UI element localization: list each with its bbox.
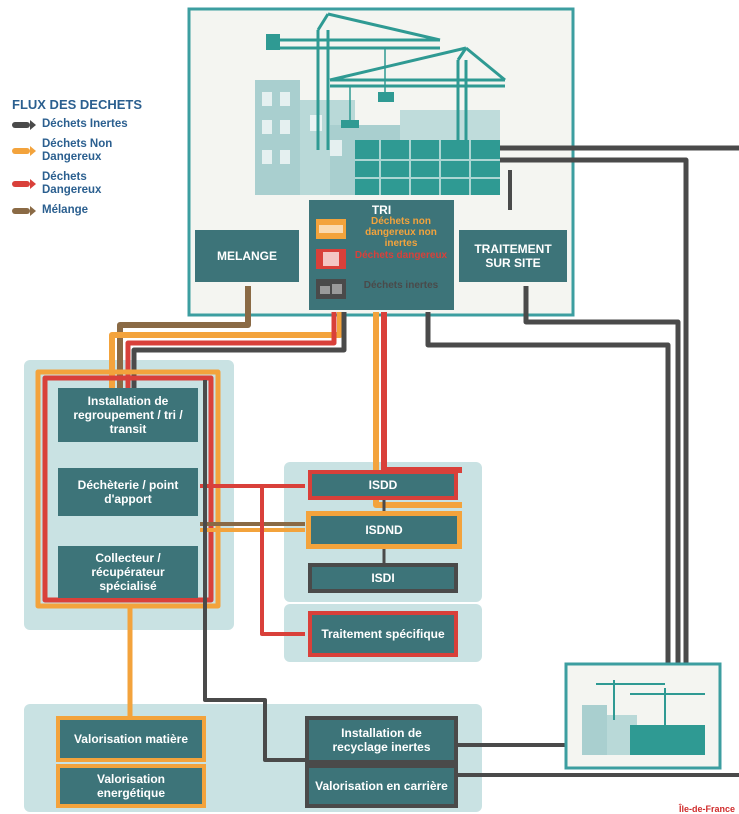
tri-box: TRI Déchets non dangereux non inertes Dé… [309, 200, 454, 310]
rubble-icon [316, 279, 346, 299]
legend-item-melange: Mélange [12, 204, 178, 217]
melange-box: MELANGE [195, 230, 299, 282]
orange-arrow-icon [12, 146, 36, 156]
legend-item-inertes: Déchets Inertes [12, 118, 178, 131]
tri-title: TRI [371, 203, 392, 217]
construction-site-illustration [255, 12, 506, 195]
hazard-canister-icon [316, 249, 346, 269]
isdi-box: ISDI [308, 563, 458, 593]
small-site-illustration [582, 680, 705, 755]
regroupement-box: Installation de regroupement / tri / tra… [58, 388, 198, 442]
traitement-sur-site-box: TRAITEMENT SUR SITE [459, 230, 567, 282]
tri-label-dangereux: Déchets dangereux [354, 250, 448, 261]
legend-title: FLUX DES DECHETS [12, 97, 143, 112]
isdnd-box: ISDND [306, 511, 462, 549]
tri-label-non-dangereux: Déchets non dangereux non inertes [365, 216, 437, 249]
recyclage-inertes-box: Installation de recyclage inertes [305, 716, 458, 764]
valorisation-carriere-box: Valorisation en carrière [305, 764, 458, 808]
legend-label: Déchets Dangereux [42, 171, 102, 196]
beam-icon [316, 219, 346, 239]
collecteur-box: Collecteur / récupérateur spécialisé [58, 546, 198, 598]
legend: FLUX DES DECHETS Déchets Inertes Déchets… [8, 97, 178, 224]
legend-label: Déchets Non Dangereux [42, 138, 113, 163]
legend-label: Déchets Inertes [42, 118, 128, 130]
valorisation-energetique-box: Valorisation energétique [56, 764, 206, 808]
legend-item-dangereux: Déchets Dangereux [12, 171, 178, 197]
brown-arrow-icon [12, 205, 36, 216]
isdd-box: ISDD [308, 470, 458, 500]
gray-arrow-icon [12, 119, 36, 130]
tri-label-inertes: Déchets inertes [363, 280, 439, 291]
red-arrow-icon [12, 179, 36, 189]
legend-label: Mélange [42, 204, 89, 216]
traitement-specifique-box: Traitement spécifique [308, 611, 458, 657]
brand-logo: Île-de-France [678, 804, 735, 814]
valorisation-matiere-box: Valorisation matière [56, 716, 206, 762]
legend-item-non-dangereux: Déchets Non Dangereux [12, 138, 178, 164]
decheterie-box: Déchèterie / point d'apport [58, 468, 198, 516]
